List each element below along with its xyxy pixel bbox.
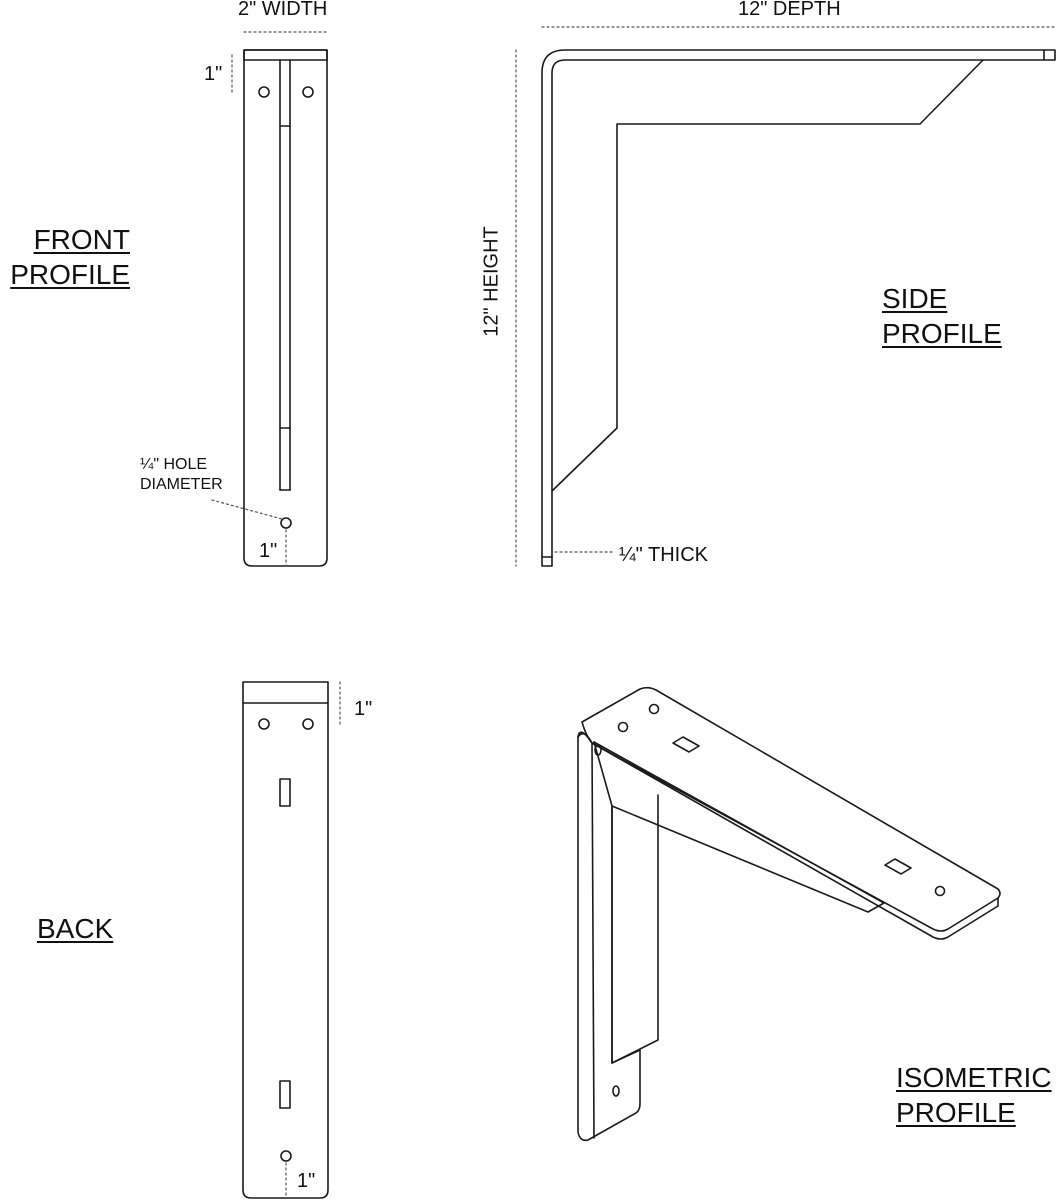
back-title: BACK — [37, 911, 113, 946]
iso-hole-leg-2 — [612, 1085, 620, 1097]
isometric-profile-title: ISOMETRIC PROFILE — [896, 1060, 1052, 1130]
back-slot-upper — [279, 778, 291, 807]
back-view — [242, 681, 341, 1199]
front-profile-view — [211, 31, 328, 567]
back-hole-left — [258, 718, 270, 730]
front-title-line-1: FRONT — [33, 224, 130, 255]
back-top-inch-label: 1" — [354, 698, 373, 720]
back-hole-bottom — [280, 1150, 292, 1162]
iso-hole-2 — [648, 703, 660, 715]
back-title-line-1: BACK — [37, 913, 114, 944]
iso-hole-3 — [934, 885, 946, 897]
iso-web-gusset — [593, 741, 885, 1064]
back-slot-lower — [279, 1080, 291, 1109]
isometric-view — [577, 686, 1001, 1142]
iso-hole-1 — [617, 721, 629, 733]
side-inner-bend — [551, 59, 984, 492]
height-label: 12" HEIGHT — [480, 226, 503, 337]
back-bottom-inch-label: 1" — [297, 1170, 316, 1192]
back-hole-right — [302, 718, 314, 730]
front-top-inch-label: 1" — [204, 63, 223, 85]
iso-hole-leg-1 — [594, 744, 602, 756]
front-bottom-inch-label: 1" — [259, 540, 278, 562]
iso-slot-2 — [884, 858, 912, 875]
hole-note-line-1: ¼" HOLE — [140, 456, 208, 473]
side-title-line-1: SIDE — [882, 283, 948, 314]
front-top-flange — [243, 49, 328, 61]
front-hole-left — [258, 86, 270, 98]
side-profile-title: SIDE PROFILE — [882, 281, 1002, 351]
hole-leader-line — [211, 499, 283, 520]
isometric-title-line-1: ISOMETRIC — [896, 1062, 1052, 1093]
front-profile-title: FRONT PROFILE — [10, 222, 130, 292]
iso-slot-1 — [672, 736, 700, 753]
iso-leg-thickness — [577, 732, 595, 1139]
iso-vertical-leg — [577, 731, 641, 1142]
front-hole-bottom — [280, 517, 292, 529]
side-outline — [541, 49, 1056, 567]
front-hole-right — [302, 86, 314, 98]
back-outline — [242, 681, 329, 1199]
hole-diameter-note: ¼" HOLE DIAMETER — [140, 455, 223, 495]
thickness-label: ¼" THICK — [619, 544, 708, 566]
hole-note-line-2: DIAMETER — [140, 476, 223, 493]
isometric-title-line-2: PROFILE — [896, 1097, 1016, 1128]
width-label: 2" WIDTH — [238, 0, 328, 20]
side-title-line-2: PROFILE — [882, 318, 1002, 349]
front-outline — [243, 49, 328, 567]
front-title-line-2: PROFILE — [10, 259, 130, 290]
depth-label: 12" DEPTH — [738, 0, 841, 20]
iso-top-arm-edge — [591, 742, 999, 940]
side-profile-view — [515, 26, 1056, 567]
